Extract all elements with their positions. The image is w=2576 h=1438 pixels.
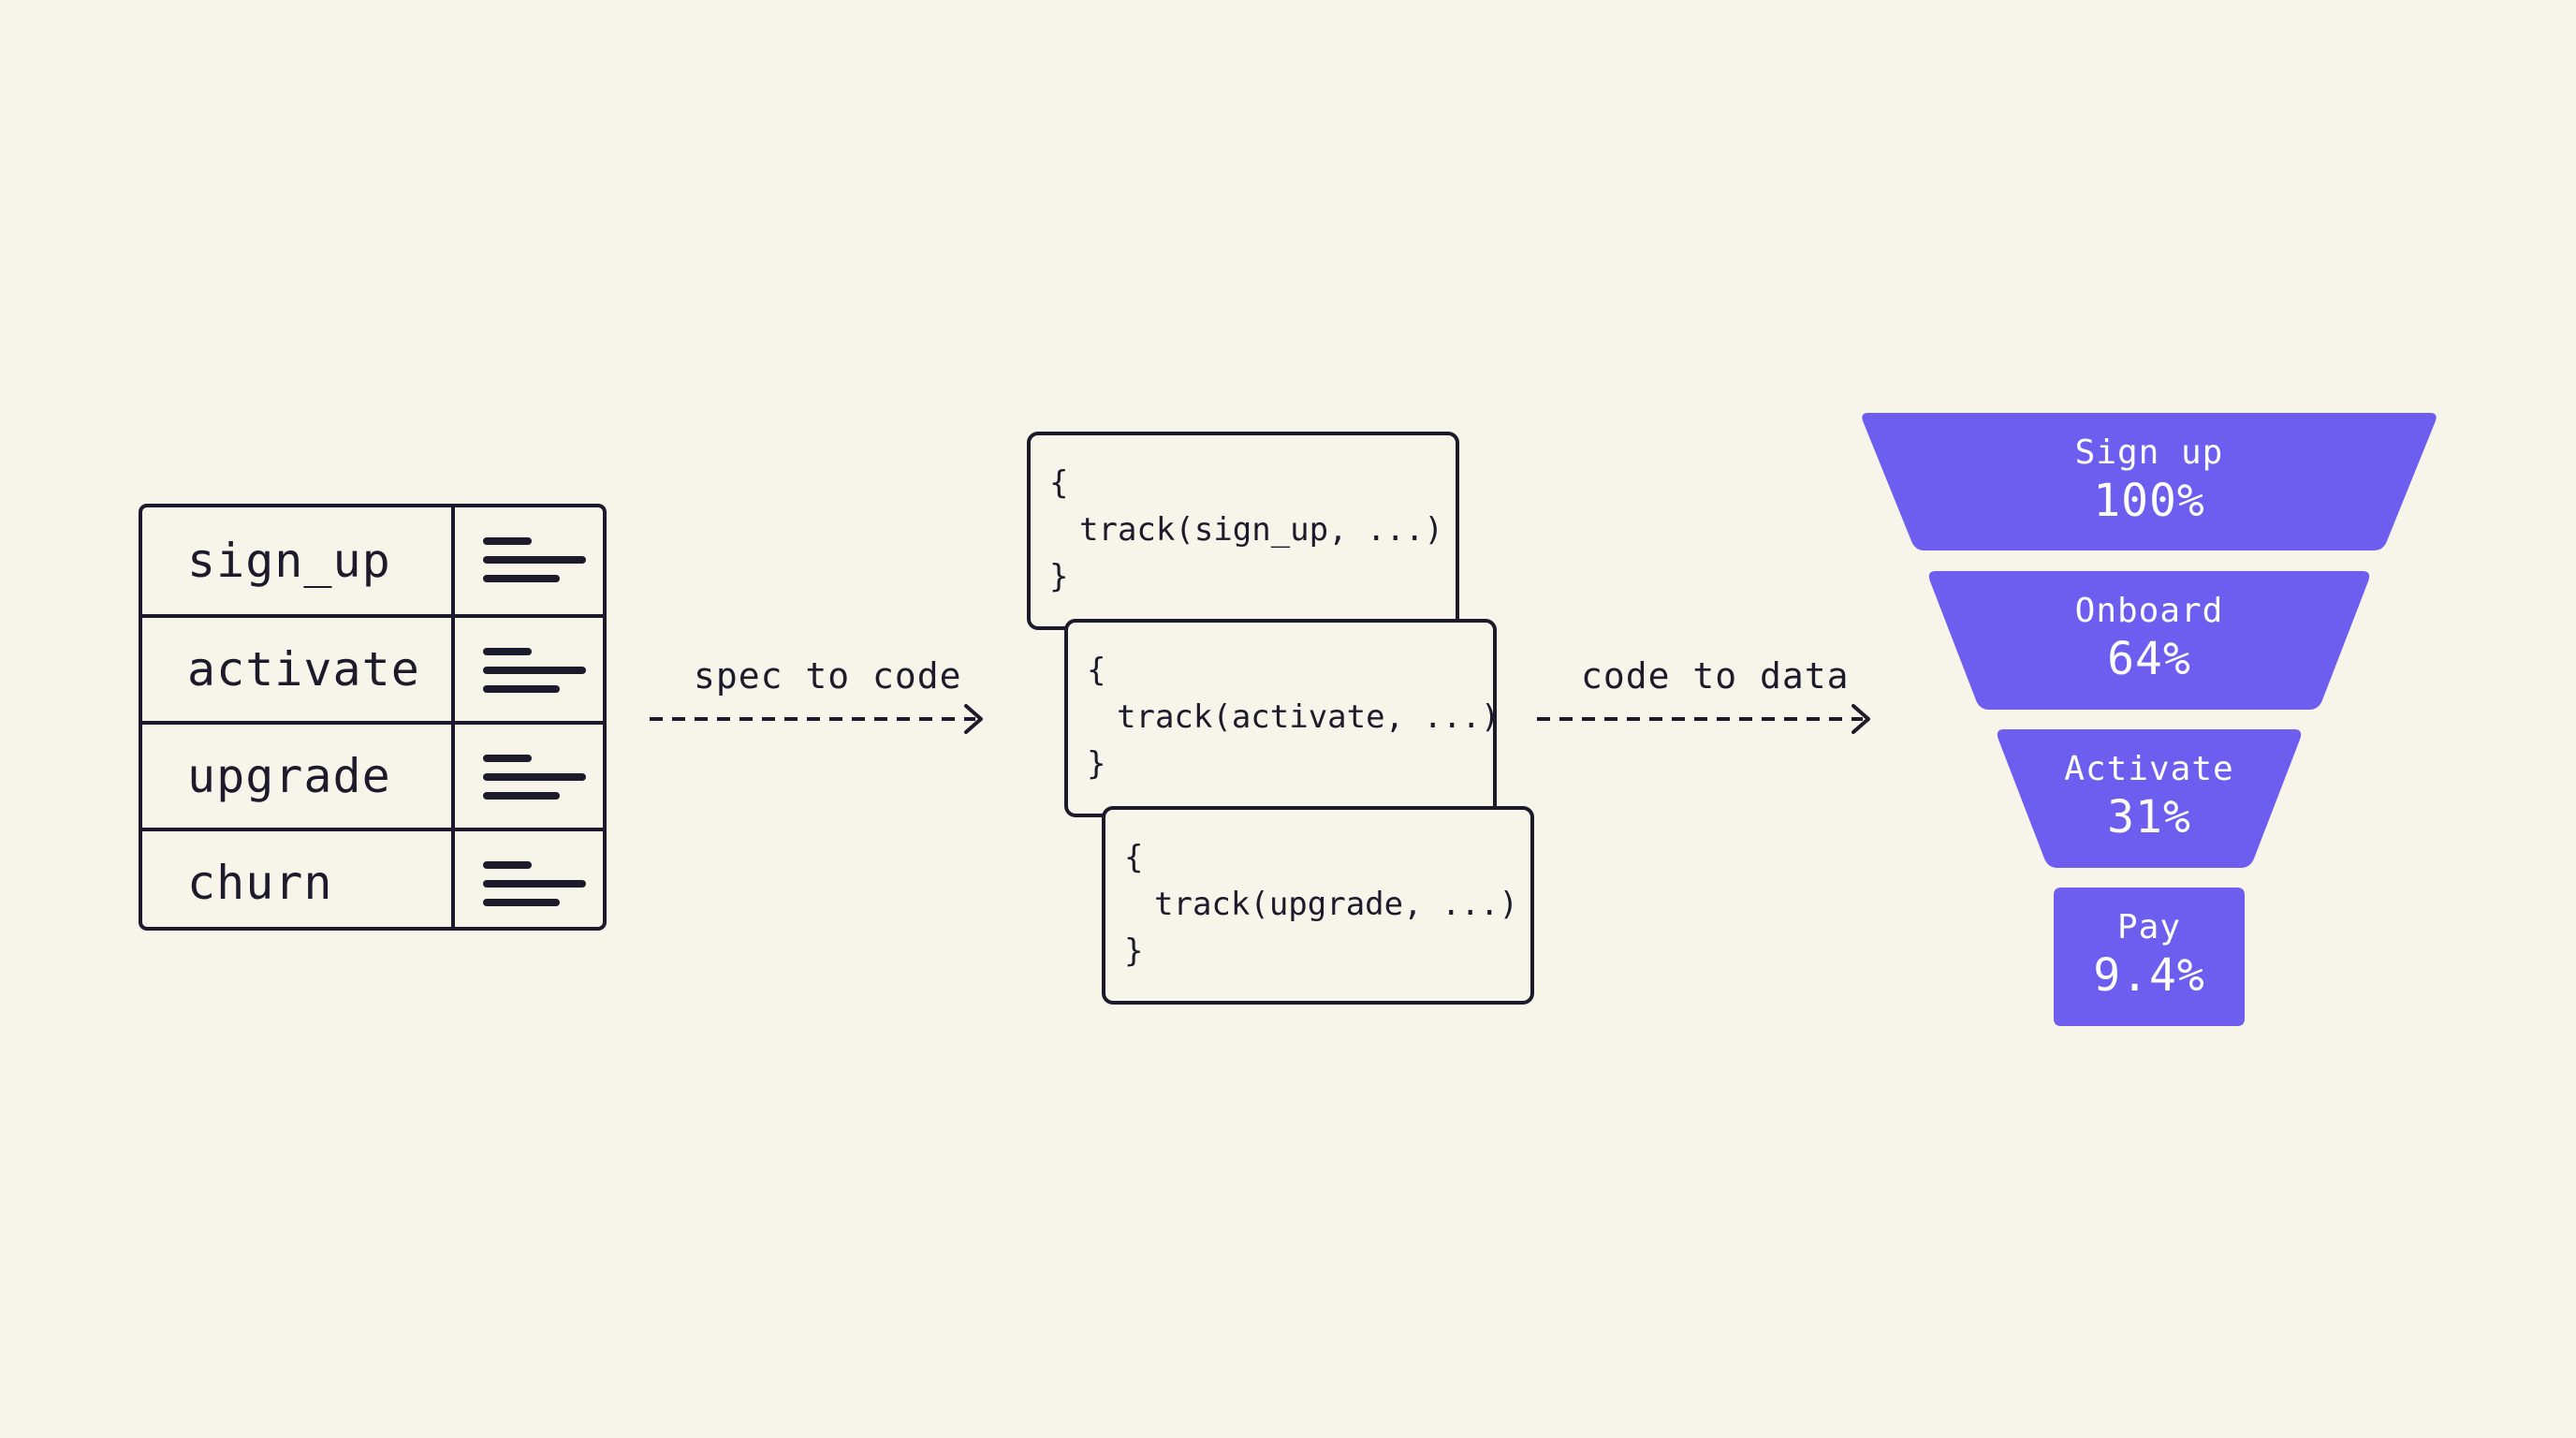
funnel-stage-text: Activate 31%	[1962, 749, 2336, 844]
dashed-arrow-icon	[1537, 704, 1870, 734]
spec-event-name: upgrade	[142, 725, 455, 828]
spec-row-activate: activate	[142, 614, 603, 721]
code-card-activate: { track(activate, ...) }	[1064, 619, 1500, 817]
spec-detail-cell	[455, 507, 603, 614]
spec-event-name: sign_up	[142, 507, 455, 614]
code-track-call: track(upgrade, ...)	[1154, 886, 1518, 923]
stage-label: Activate	[2064, 750, 2234, 788]
code-track-call: track(activate, ...)	[1117, 698, 1500, 736]
spec-row-churn: churn	[142, 828, 603, 927]
spec-event-name: churn	[142, 831, 455, 927]
code-open-brace: {	[1087, 652, 1106, 689]
text-lines-icon	[483, 537, 586, 584]
code-card-sign-up: { track(sign_up, ...) }	[1027, 432, 1459, 630]
spec-detail-cell	[455, 725, 603, 828]
code-track-call: track(sign_up, ...)	[1079, 511, 1443, 549]
code-close-brace: }	[1049, 558, 1069, 595]
funnel-stage-onboard	[1928, 571, 2370, 710]
code-close-brace: }	[1124, 932, 1144, 970]
funnel-stage-text: Pay 9.4%	[1962, 907, 2336, 1003]
stage-value: 31%	[2107, 791, 2191, 844]
stage-value: 9.4%	[2093, 949, 2205, 1002]
stage-value: 100%	[2093, 475, 2205, 527]
event-spec-table: sign_up activate upgrade	[139, 504, 607, 931]
code-close-brace: }	[1087, 745, 1106, 783]
stage-label: Sign up	[2074, 433, 2224, 472]
spec-detail-cell	[455, 831, 603, 927]
funnel-stage-pay	[2054, 888, 2245, 1026]
spec-row-sign-up: sign_up	[142, 507, 603, 614]
funnel-stage-activate	[1997, 729, 2302, 868]
code-open-brace: {	[1049, 464, 1069, 502]
code-open-brace: {	[1124, 839, 1144, 876]
code-to-data-label: code to data	[1581, 655, 1850, 697]
dashed-arrow-icon	[650, 704, 983, 734]
text-lines-icon	[483, 648, 586, 695]
spec-to-code-label: spec to code	[694, 655, 962, 697]
spec-detail-cell	[455, 618, 603, 721]
spec-event-name: activate	[142, 618, 455, 721]
spec-row-upgrade: upgrade	[142, 721, 603, 828]
stage-label: Onboard	[2074, 592, 2224, 630]
funnel-stage-sign-up	[1862, 413, 2437, 550]
code-card-upgrade: { track(upgrade, ...) }	[1102, 806, 1534, 1005]
stage-value: 64%	[2107, 633, 2191, 685]
text-lines-icon	[483, 755, 586, 801]
stage-label: Pay	[2116, 908, 2182, 946]
text-lines-icon	[483, 861, 586, 908]
funnel-stage-text: Onboard 64%	[1962, 591, 2336, 686]
funnel-stage-text: Sign up 100%	[1962, 433, 2336, 528]
